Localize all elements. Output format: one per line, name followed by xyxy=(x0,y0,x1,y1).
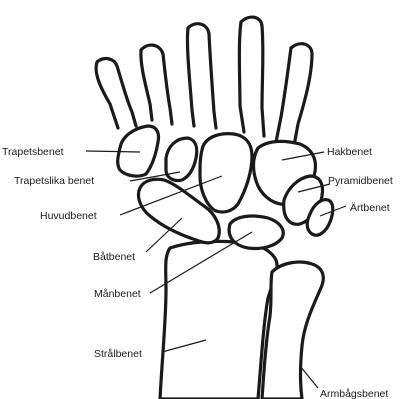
metacarpals xyxy=(96,17,312,146)
label-stralbenet: Strålbenet xyxy=(94,348,142,360)
lunate-bone xyxy=(229,216,283,249)
label-hakbenet: Hakbenet xyxy=(327,146,372,158)
trapezium-bone xyxy=(118,126,159,176)
label-trapetsbenet: Trapetsbenet xyxy=(2,146,64,158)
metacarpal-middle xyxy=(187,24,216,128)
metacarpal-little xyxy=(276,44,312,146)
label-manbenet: Månbenet xyxy=(94,288,141,300)
capitate-bone xyxy=(200,134,252,212)
label-artbenet: Ärtbenet xyxy=(350,202,390,214)
leader-armbagsbenet xyxy=(300,366,318,388)
label-trapetslika-benet: Trapetslika benet xyxy=(14,175,94,187)
metacarpal-index xyxy=(141,45,172,124)
radius-bone xyxy=(160,241,277,399)
metacarpal-thumb xyxy=(96,59,136,128)
metacarpal-ring xyxy=(239,17,264,136)
label-batbenet: Båtbenet xyxy=(93,251,135,263)
label-pyramidbenet: Pyramidbenet xyxy=(328,175,393,187)
label-armbagsbenet: Armbågsbenet xyxy=(320,388,388,399)
ulna-bone xyxy=(262,262,323,399)
carpal-bones xyxy=(118,126,333,249)
label-huvudbenet: Huvudbenet xyxy=(40,210,97,222)
